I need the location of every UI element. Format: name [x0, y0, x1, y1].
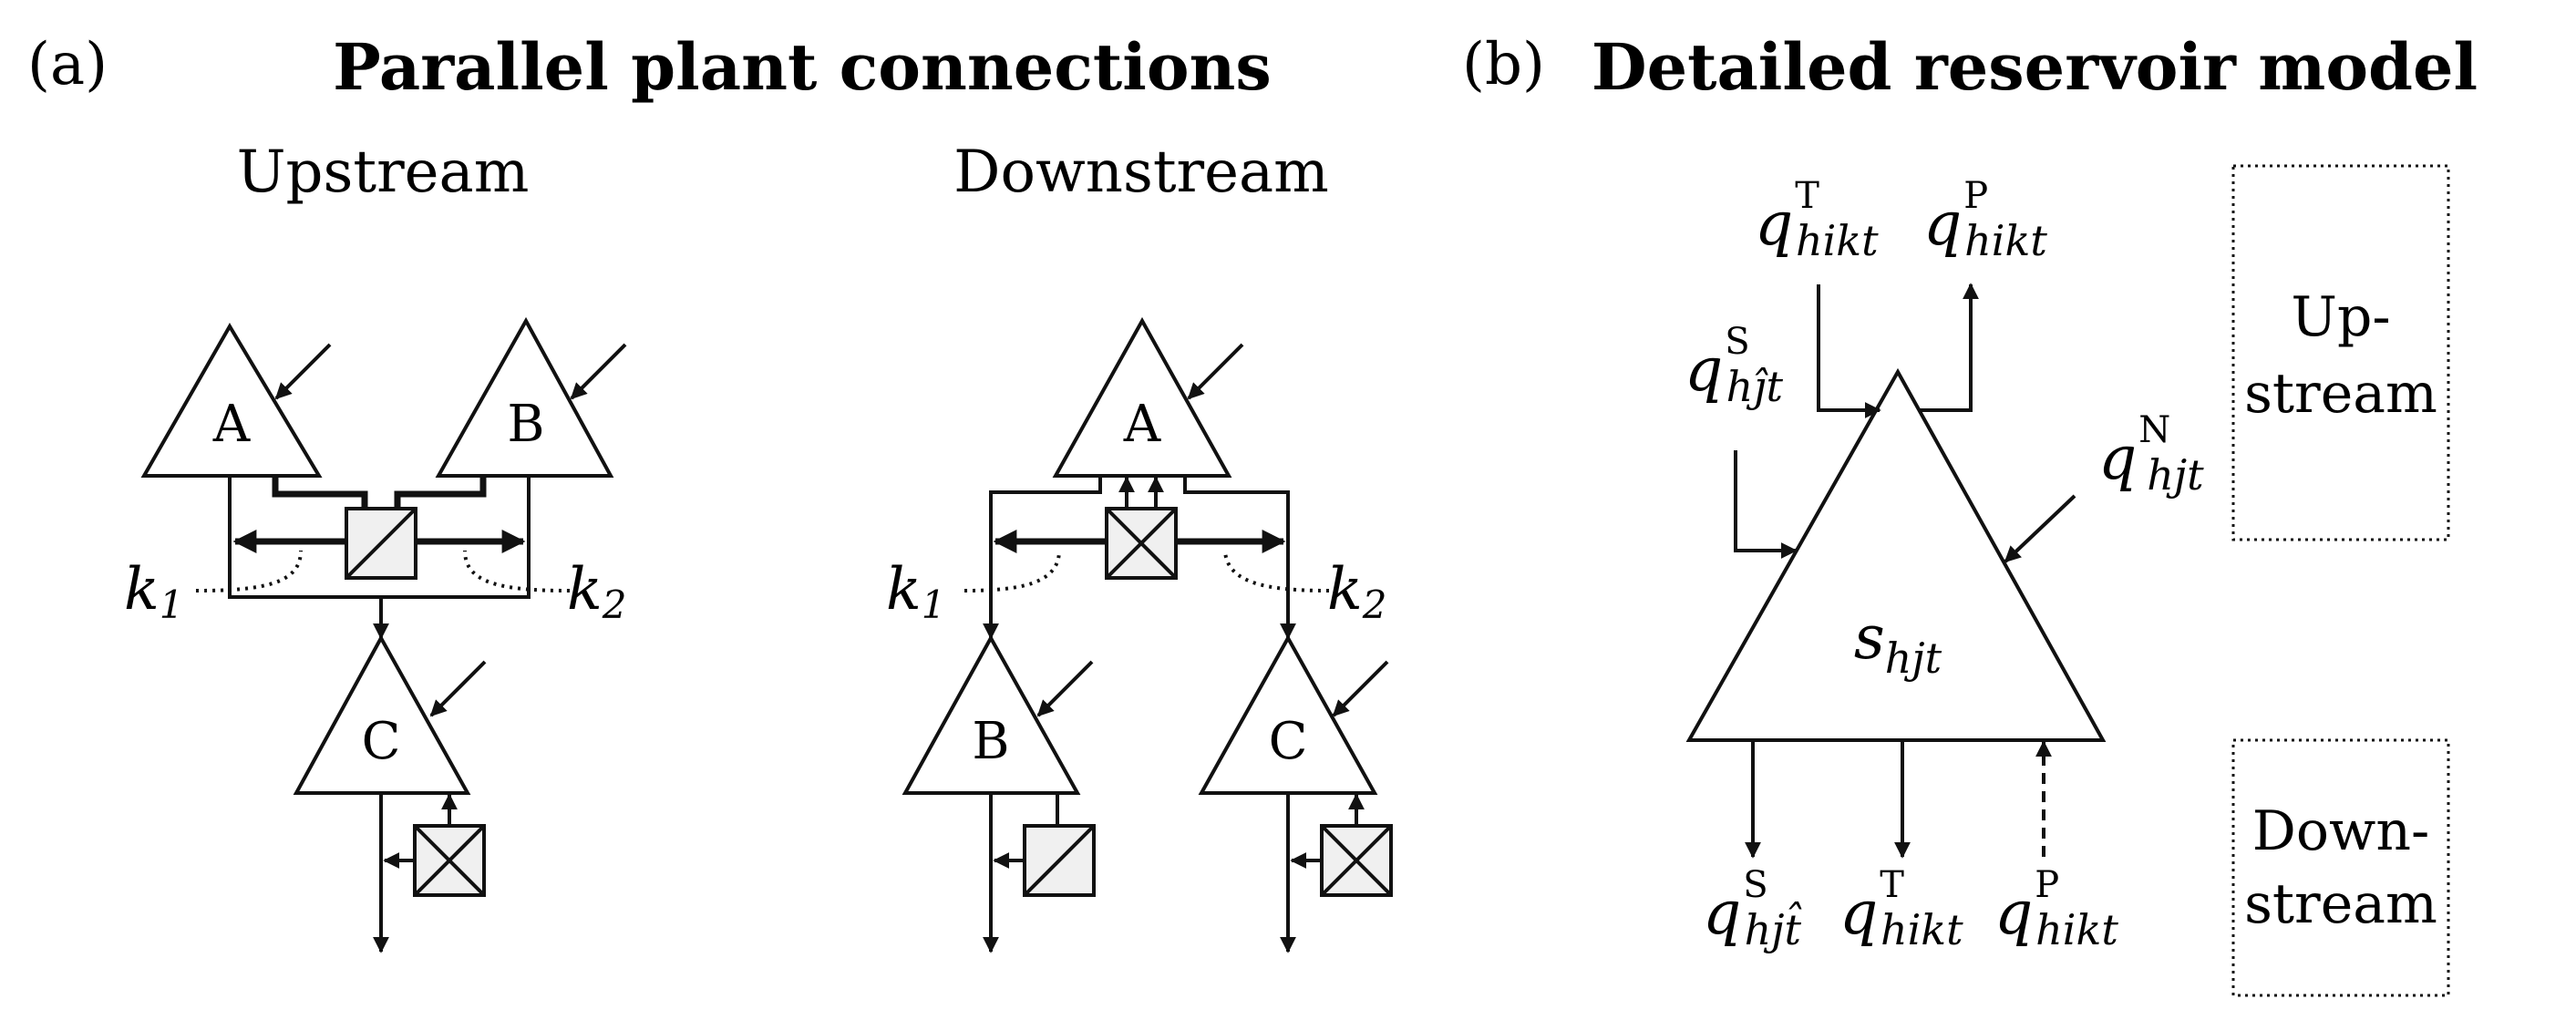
upstream-inflow-c-arrow	[429, 660, 487, 717]
downstream-heading: Downstream	[953, 139, 1329, 206]
downstream-gate-x2	[1105, 507, 1178, 580]
downstream-inflow-c-arrow	[1332, 660, 1389, 717]
downstream-b-gate-diagonal	[1023, 824, 1096, 897]
spill-inflow-arrow	[1734, 450, 1798, 559]
turbine-inflow-arrow	[1817, 284, 1881, 418]
upstream-a-gate-connector	[272, 476, 368, 509]
upstream-inflow-b-arrow	[570, 343, 627, 400]
downstream-box	[2231, 738, 2450, 997]
natural-inflow-arrow	[2004, 494, 2076, 563]
downstream-inflow-b-arrow	[1036, 660, 1094, 717]
panel-b-title: Detailed reservoir model	[1592, 29, 2478, 105]
downstream-diagram: Downstream A B C k1 k2	[886, 139, 1393, 953]
upstream-box	[2231, 164, 2450, 541]
pump-outflow-arrow	[1919, 283, 1979, 412]
downstream-node-a-label: A	[1123, 395, 1161, 454]
upstream-k2-leader	[463, 550, 571, 592]
upstream-node-b-label: B	[507, 395, 544, 454]
panel-a-title: Parallel plant connections	[333, 29, 1272, 105]
panel-b-label: (b)	[1462, 31, 1545, 98]
upstream-box-line2: stream	[2244, 362, 2437, 426]
downstream-node-c-label: C	[1269, 712, 1308, 771]
downstream-box-line1: Down-	[2252, 799, 2430, 863]
upstream-k1-leader	[195, 550, 303, 592]
upstream-c-pump-x2	[413, 824, 486, 897]
upstream-heading: Upstream	[237, 139, 530, 206]
panel-a-label: (a)	[27, 31, 108, 98]
reservoir-storage-label: shjt	[1854, 603, 1942, 683]
downstream-k2-label: k2	[1327, 556, 1387, 627]
upstream-inflow-a-arrow	[274, 343, 332, 400]
upstream-k1-label: k1	[124, 556, 184, 627]
upstream-b-gate-connector	[394, 476, 487, 509]
upstream-node-a-label: A	[212, 395, 251, 454]
upstream-diagram: Upstream A B C k1 k2	[124, 139, 627, 953]
downstream-inflow-a-arrow	[1187, 343, 1244, 400]
downstream-k2-leader	[1223, 551, 1330, 592]
downstream-a-to-b-line	[983, 476, 1102, 640]
downstream-node-a	[1052, 316, 1232, 478]
upstream-node-b	[435, 316, 614, 478]
downstream-a-to-c-line	[1183, 476, 1296, 640]
upstream-box-line1: Up-	[2291, 285, 2390, 349]
downstream-k1-leader	[963, 551, 1061, 592]
downstream-node-b-label: B	[972, 712, 1009, 771]
downstream-c-pump-x2	[1320, 824, 1393, 897]
downstream-box-line2: stream	[2244, 872, 2437, 936]
downstream-k1-label: k1	[886, 556, 946, 627]
upstream-gate-diagonal	[345, 507, 417, 580]
upstream-node-c-label: C	[362, 712, 401, 771]
reservoir-triangle	[1685, 367, 2107, 742]
upstream-k2-label: k2	[567, 556, 627, 627]
